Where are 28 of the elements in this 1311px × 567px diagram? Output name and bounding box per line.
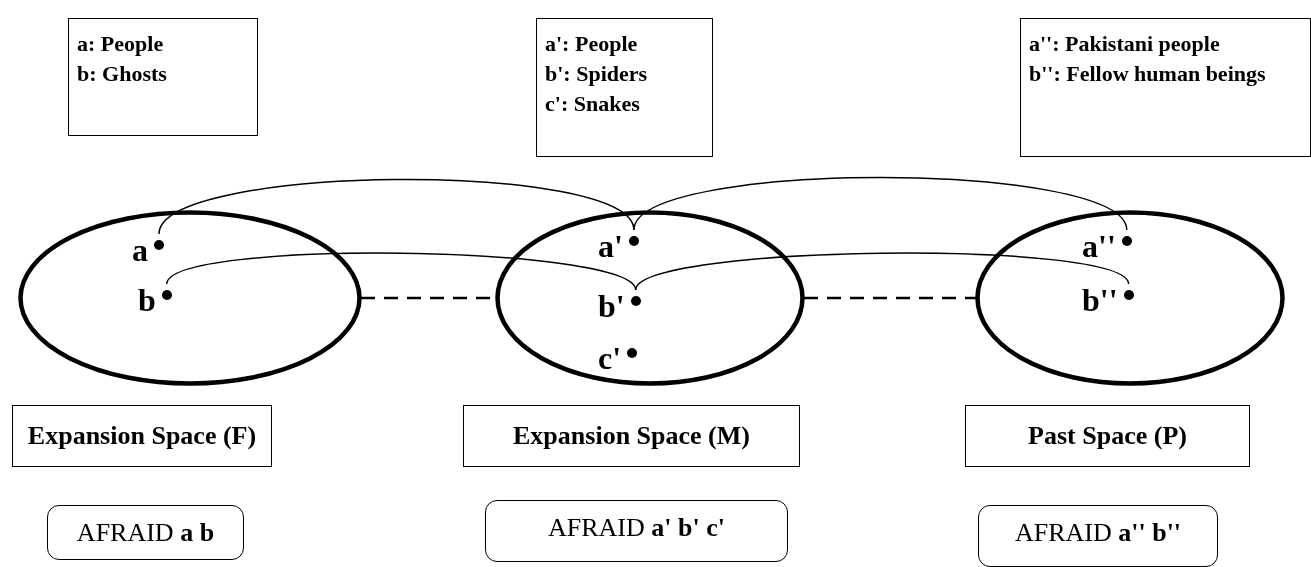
- key-entry: c': Snakes: [545, 90, 641, 118]
- element-label: a'': [1082, 230, 1116, 262]
- key-box: [536, 18, 713, 157]
- key-entry: b: Ghosts: [77, 60, 168, 88]
- element-label: b'': [1082, 284, 1118, 316]
- predicate-box: AFRAID a b: [47, 505, 244, 560]
- key-entry: a'': Pakistani people: [1029, 30, 1221, 58]
- element-label: a': [598, 230, 623, 262]
- space-name-box: Past Space (P): [965, 405, 1250, 467]
- key-box: [68, 18, 258, 136]
- space-name-box: Expansion Space (F): [12, 405, 272, 467]
- key-box: [1020, 18, 1311, 157]
- key-entry: a: People: [77, 30, 165, 58]
- space-name-box: Expansion Space (M): [463, 405, 800, 467]
- key-entry: b'': Fellow human beings: [1029, 60, 1267, 88]
- mapping-line: [158, 178, 635, 235]
- mapping-line: [633, 176, 1128, 231]
- mapping-line: [634, 252, 1130, 291]
- mapping-line: [166, 252, 637, 291]
- predicate-box: AFRAID a'' b'': [978, 505, 1218, 567]
- key-entry: b': Spiders: [545, 60, 649, 88]
- predicate-box: AFRAID a' b' c': [485, 500, 788, 562]
- key-entry: a': People: [545, 30, 639, 58]
- element-label: b': [598, 290, 625, 322]
- dashed-connector: [804, 296, 976, 300]
- element-label: b: [138, 284, 156, 316]
- element-label: a: [132, 234, 148, 266]
- element-label: c': [598, 342, 622, 374]
